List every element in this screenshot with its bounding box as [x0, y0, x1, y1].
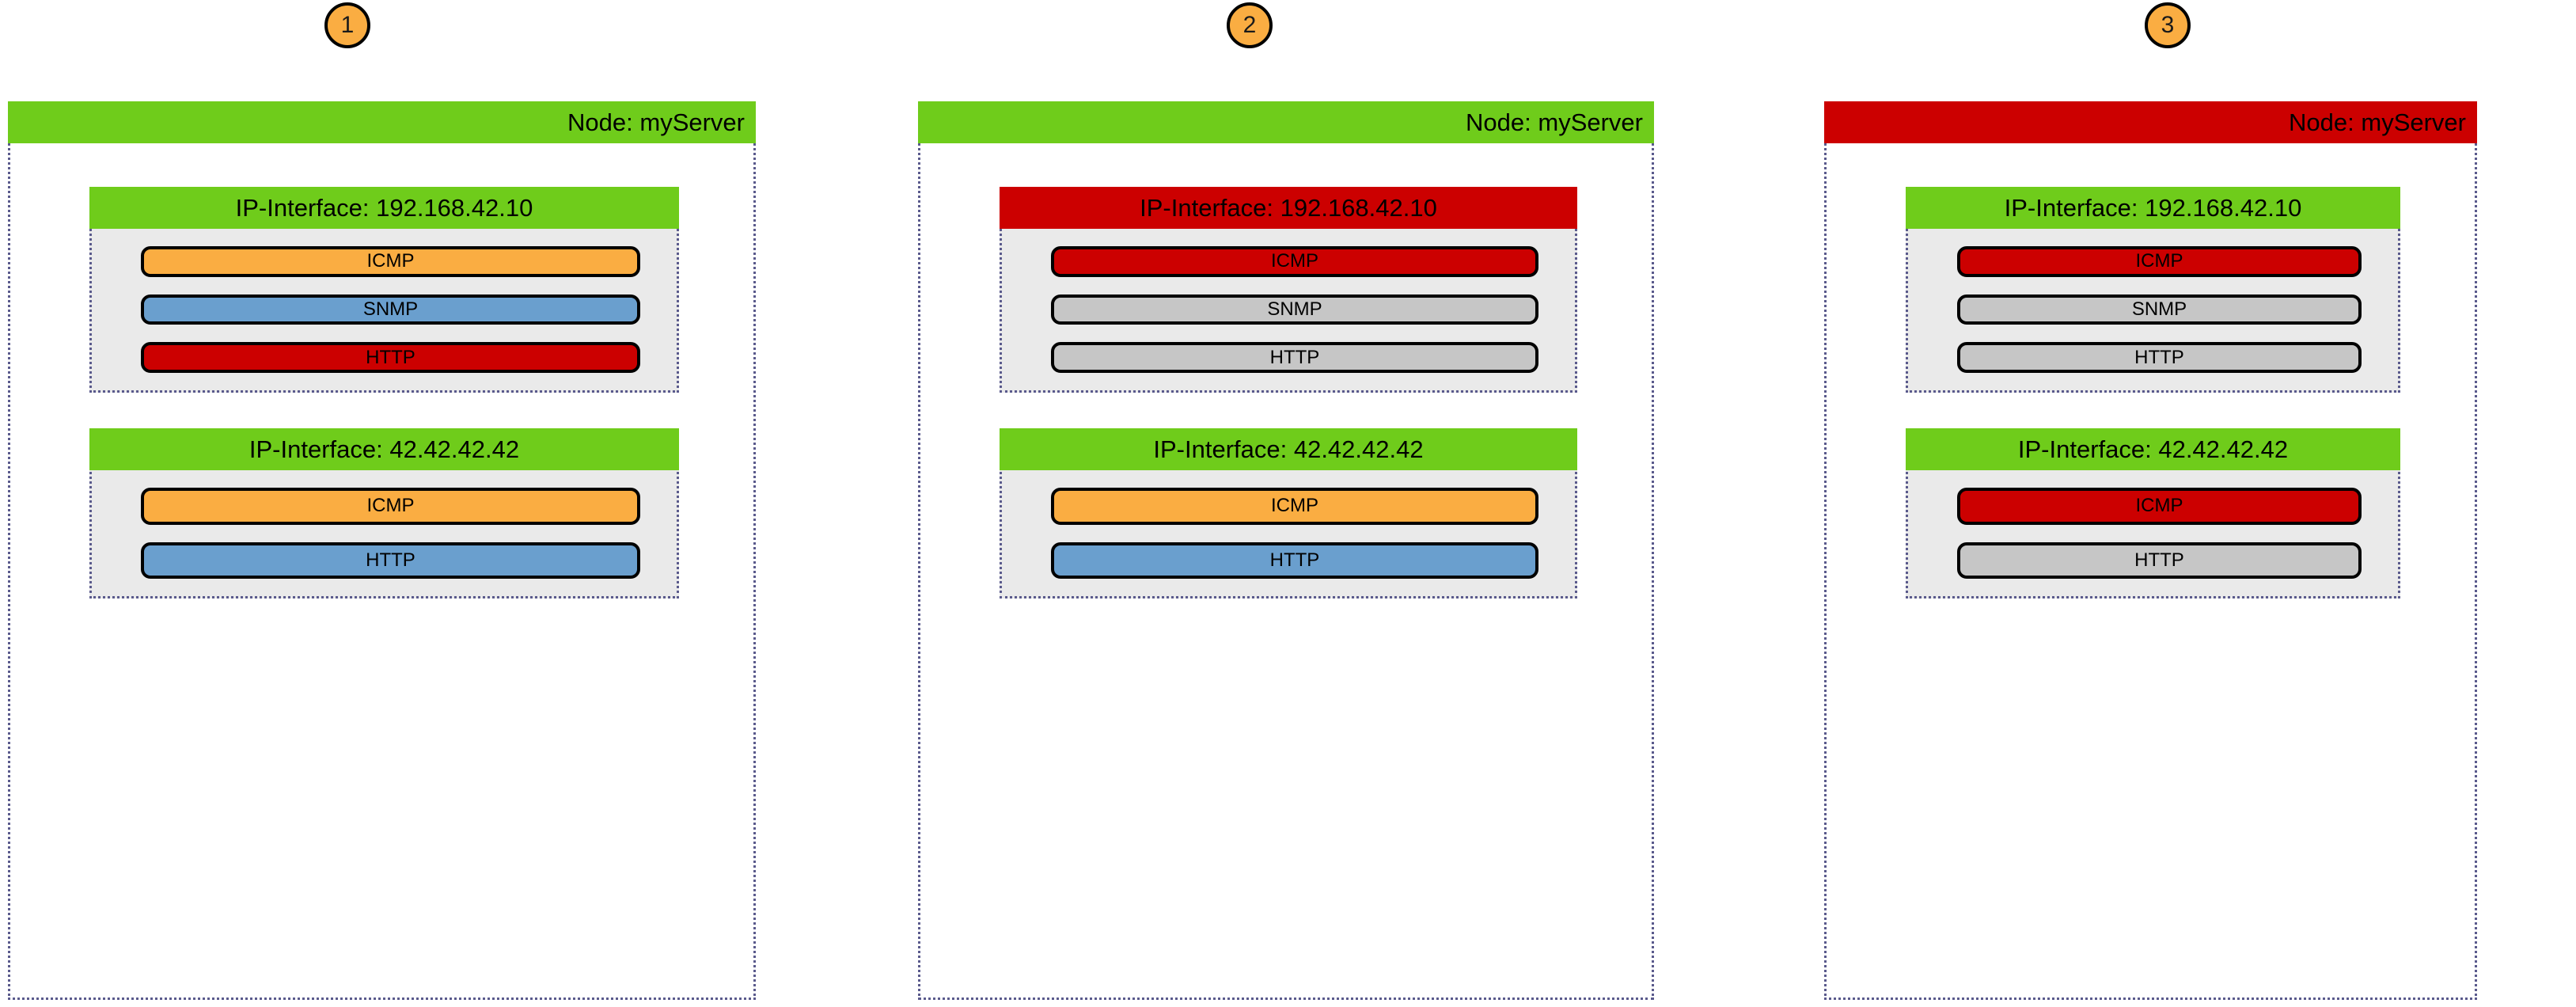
- service-box-icmp: ICMP: [141, 246, 640, 277]
- service-box-icmp: ICMP: [1957, 246, 2362, 277]
- node-status-header: Node: myServer: [8, 101, 756, 143]
- service-box-snmp: SNMP: [1957, 294, 2362, 325]
- ip-interface-status-header: IP-Interface: 42.42.42.42: [89, 428, 679, 470]
- service-box-icmp: ICMP: [141, 488, 640, 525]
- service-list: ICMP HTTP: [92, 470, 677, 596]
- service-list: ICMP SNMP HTTP: [92, 229, 677, 390]
- service-box-icmp: ICMP: [1957, 488, 2362, 525]
- node-label: Node: myServer: [2289, 108, 2466, 136]
- ip-interface-status-header: IP-Interface: 42.42.42.42: [1906, 428, 2400, 470]
- ip-interface-status-header: IP-Interface: 192.168.42.10: [89, 187, 679, 229]
- service-list: ICMP SNMP HTTP: [1908, 229, 2398, 390]
- node-label: Node: myServer: [567, 108, 745, 136]
- service-list: ICMP HTTP: [1908, 470, 2398, 596]
- service-box-http: HTTP: [1051, 542, 1538, 579]
- ip-interface-label: IP-Interface: 42.42.42.42: [248, 435, 520, 463]
- ip-interface-label: IP-Interface: 192.168.42.10: [235, 193, 533, 222]
- ip-interface-label: IP-Interface: 192.168.42.10: [2004, 193, 2302, 222]
- service-box-snmp: SNMP: [1051, 294, 1538, 325]
- ip-interface-status-header: IP-Interface: 192.168.42.10: [1000, 187, 1577, 229]
- ip-interface-label: IP-Interface: 42.42.42.42: [2017, 435, 2289, 463]
- service-list: ICMP HTTP: [1002, 470, 1575, 596]
- service-box-http: HTTP: [141, 542, 640, 579]
- ip-interface-label: IP-Interface: 192.168.42.10: [1140, 193, 1437, 222]
- node-status-header: Node: myServer: [918, 101, 1654, 143]
- node-status-header: Node: myServer: [1824, 101, 2477, 143]
- service-box-http: HTTP: [1957, 542, 2362, 579]
- step-badge-row: 1 2 3: [0, 0, 2576, 49]
- step-badge-2: 2: [1227, 2, 1273, 48]
- service-box-http: HTTP: [1051, 342, 1538, 374]
- ip-interface-status-header: IP-Interface: 42.42.42.42: [1000, 428, 1577, 470]
- service-box-icmp: ICMP: [1051, 246, 1538, 277]
- service-box-http: HTTP: [1957, 342, 2362, 374]
- node-label: Node: myServer: [1466, 108, 1643, 136]
- step-badge-3: 3: [2145, 2, 2191, 48]
- service-list: ICMP SNMP HTTP: [1002, 229, 1575, 390]
- step-badge-1: 1: [324, 2, 370, 48]
- ip-interface-status-header: IP-Interface: 192.168.42.10: [1906, 187, 2400, 229]
- service-box-snmp: SNMP: [141, 294, 640, 325]
- ip-interface-label: IP-Interface: 42.42.42.42: [1153, 435, 1424, 463]
- service-box-icmp: ICMP: [1051, 488, 1538, 525]
- service-box-http: HTTP: [141, 342, 640, 374]
